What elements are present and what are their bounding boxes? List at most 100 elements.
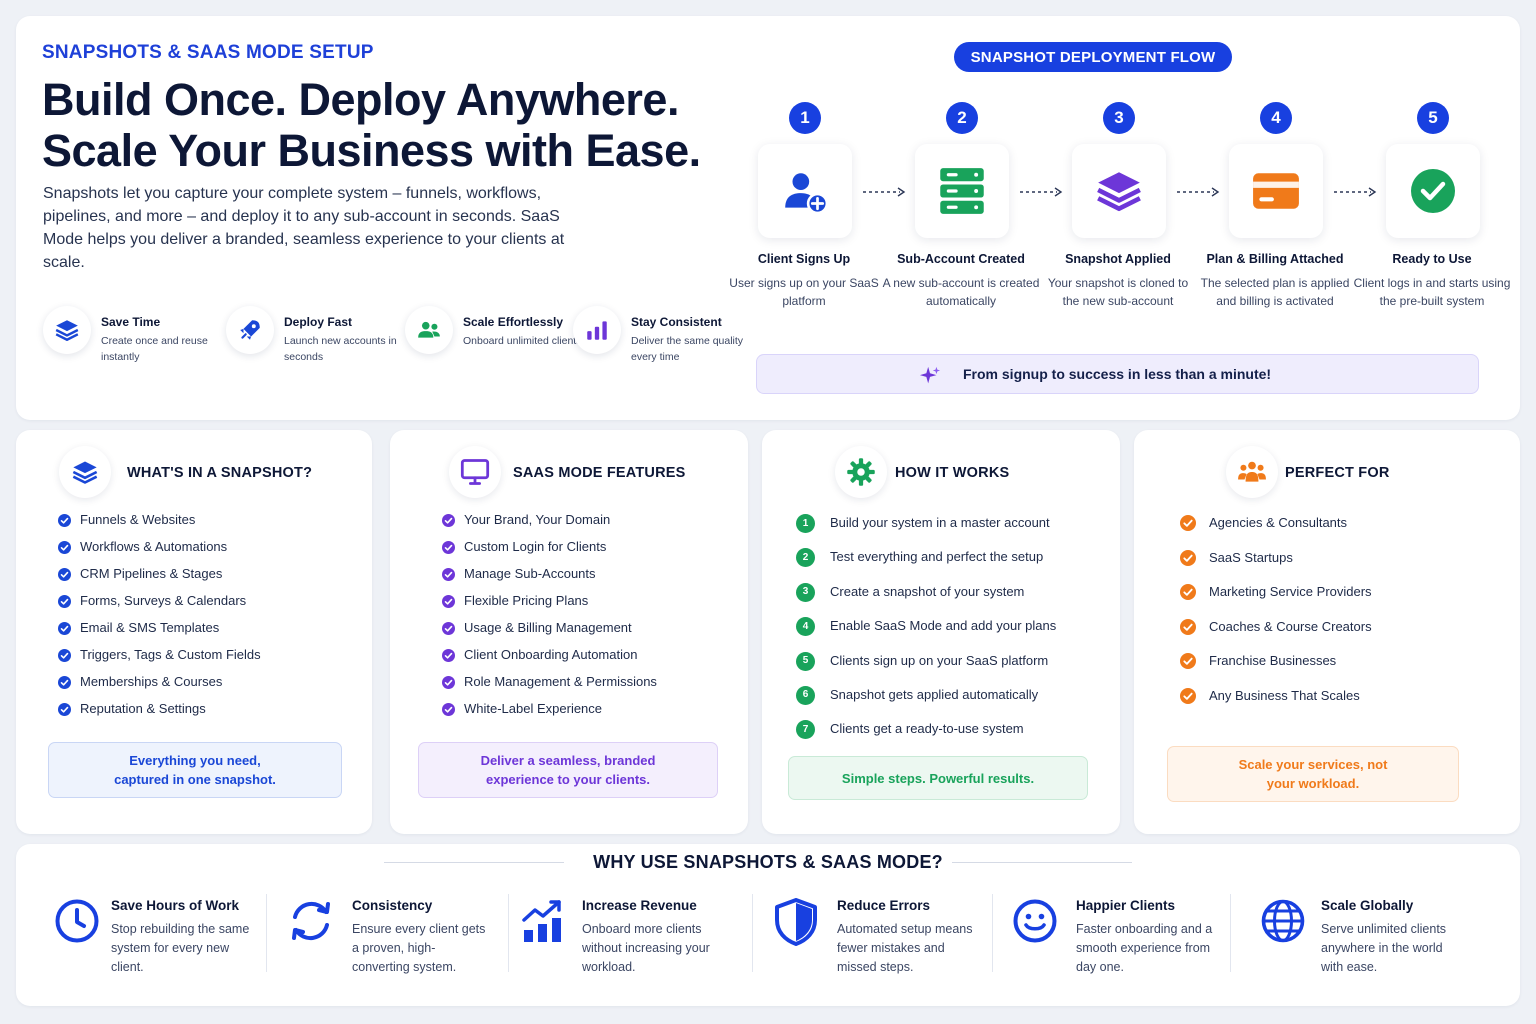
audience-list: Agencies & Consultants SaaS Startups Mar… <box>1180 514 1372 722</box>
list-item: Memberships & Courses <box>58 673 261 700</box>
highlight-title: Save Time <box>101 315 161 329</box>
rocket-icon <box>226 306 274 354</box>
step-number: 2 <box>946 102 978 134</box>
hero-lead: Snapshots let you capture your complete … <box>43 185 565 271</box>
check-icon <box>58 622 71 635</box>
check-icon <box>442 568 455 581</box>
list-item: SaaS Startups <box>1180 549 1372 584</box>
step-number-badge: 6 <box>796 685 815 705</box>
step-number: 5 <box>1417 102 1449 134</box>
layers-icon <box>1072 144 1166 238</box>
step-title: Ready to Use <box>1392 252 1472 266</box>
monitor-icon <box>449 446 501 498</box>
headline-line-1: Build Once. Deploy Anywhere. <box>42 74 679 125</box>
benefit-scale-globally: Scale Globally Serve unlimited clients a… <box>1260 894 1490 984</box>
arrow-icon <box>1177 187 1220 197</box>
card-footer-note: Simple steps. Powerful results. <box>788 756 1088 800</box>
step-desc: Client logs in and starts using the pre-… <box>1353 276 1511 308</box>
layers-icon <box>43 306 91 354</box>
flow-banner: From signup to success in less than a mi… <box>756 354 1479 394</box>
benefit-consistency: Consistency Ensure every client gets a p… <box>286 894 506 984</box>
banner-text: From signup to success in less than a mi… <box>963 366 1272 382</box>
list-item: Your Brand, Your Domain <box>442 511 657 538</box>
growth-chart-icon <box>522 900 561 942</box>
check-icon <box>442 676 455 689</box>
server-icon <box>915 144 1009 238</box>
step-title: Sub-Account Created <box>897 252 1025 266</box>
benefit-desc: Ensure every client gets a proven, high-… <box>352 922 486 974</box>
snapshot-list: Funnels & Websites Workflows & Automatio… <box>58 511 261 727</box>
list-item: Franchise Businesses <box>1180 652 1372 687</box>
divider <box>992 894 993 972</box>
list-item: Any Business That Scales <box>1180 687 1372 722</box>
arrow-icon <box>1334 187 1377 197</box>
check-icon <box>1180 687 1196 704</box>
card-title: PERFECT FOR <box>1285 465 1390 481</box>
benefit-desc: Stop rebuilding the same system for ever… <box>111 922 250 974</box>
list-item: Manage Sub-Accounts <box>442 565 657 592</box>
divider <box>1230 894 1231 972</box>
list-item: Reputation & Settings <box>58 700 261 727</box>
step-title: Plan & Billing Attached <box>1206 252 1344 266</box>
check-icon <box>442 541 455 554</box>
layers-icon <box>59 446 111 498</box>
highlight-title: Scale Effortlessly <box>463 315 564 329</box>
list-item: Client Onboarding Automation <box>442 646 657 673</box>
divider <box>752 894 753 972</box>
list-item: Coaches & Course Creators <box>1180 618 1372 653</box>
step-number: 4 <box>1260 102 1292 134</box>
divider <box>266 894 267 972</box>
list-item: Marketing Service Providers <box>1180 583 1372 618</box>
hero-eyebrow: SNAPSHOTS & SAAS MODE SETUP <box>42 42 374 63</box>
list-item: Triggers, Tags & Custom Fields <box>58 646 261 673</box>
highlight-title: Stay Consistent <box>631 315 722 329</box>
check-icon <box>58 703 71 716</box>
why-section: WHY USE SNAPSHOTS & SAAS MODE? Save Hour… <box>16 844 1520 1006</box>
benefit-desc: Onboard more clients without increasing … <box>582 922 710 974</box>
highlight-title: Deploy Fast <box>284 315 353 329</box>
card-title: WHAT'S IN A SNAPSHOT? <box>127 465 313 481</box>
benefit-title: Happier Clients <box>1076 898 1176 913</box>
why-title: WHY USE SNAPSHOTS & SAAS MODE? <box>593 852 943 872</box>
clock-icon <box>55 899 99 943</box>
list-item: Workflows & Automations <box>58 538 261 565</box>
step-number-badge: 3 <box>796 582 815 602</box>
list-item: White-Label Experience <box>442 700 657 727</box>
check-icon <box>442 595 455 608</box>
hero-headline: Build Once. Deploy Anywhere. Scale Your … <box>42 74 701 176</box>
step-desc: Your snapshot is cloned to the new sub-a… <box>1047 276 1189 308</box>
benefit-title: Save Hours of Work <box>111 898 240 913</box>
step-title: Snapshot Applied <box>1065 252 1171 266</box>
flow-title-pill: SNAPSHOT DEPLOYMENT FLOW <box>954 42 1232 72</box>
list-item: Agencies & Consultants <box>1180 514 1372 549</box>
list-item: Funnels & Websites <box>58 511 261 538</box>
check-icon <box>1180 618 1196 635</box>
list-item: Email & SMS Templates <box>58 619 261 646</box>
step-desc: A new sub-account is created automatical… <box>882 276 1040 308</box>
highlight-consistent: Stay Consistent Deliver the same quality… <box>573 306 753 366</box>
step-number: 3 <box>1103 102 1135 134</box>
refresh-icon <box>292 901 330 941</box>
benefit-desc: Serve unlimited clients anywhere in the … <box>1321 922 1447 974</box>
highlight-scale: Scale Effortlessly Onboard unlimited cli… <box>405 306 581 366</box>
benefit-desc: Automated setup means fewer mistakes and… <box>837 922 973 974</box>
list-item: Usage & Billing Management <box>442 619 657 646</box>
check-icon <box>442 622 455 635</box>
check-icon <box>442 514 455 527</box>
step-number-badge: 1 <box>796 514 815 533</box>
check-icon <box>1180 584 1196 601</box>
divider <box>952 862 1132 863</box>
benefit-title: Scale Globally <box>1321 898 1414 913</box>
check-circle-icon <box>1386 144 1480 238</box>
arrow-icon <box>863 187 906 197</box>
saas-features-card: SAAS MODE FEATURES Your Brand, Your Doma… <box>390 430 748 834</box>
gear-icon <box>835 446 887 498</box>
divider <box>508 894 509 972</box>
